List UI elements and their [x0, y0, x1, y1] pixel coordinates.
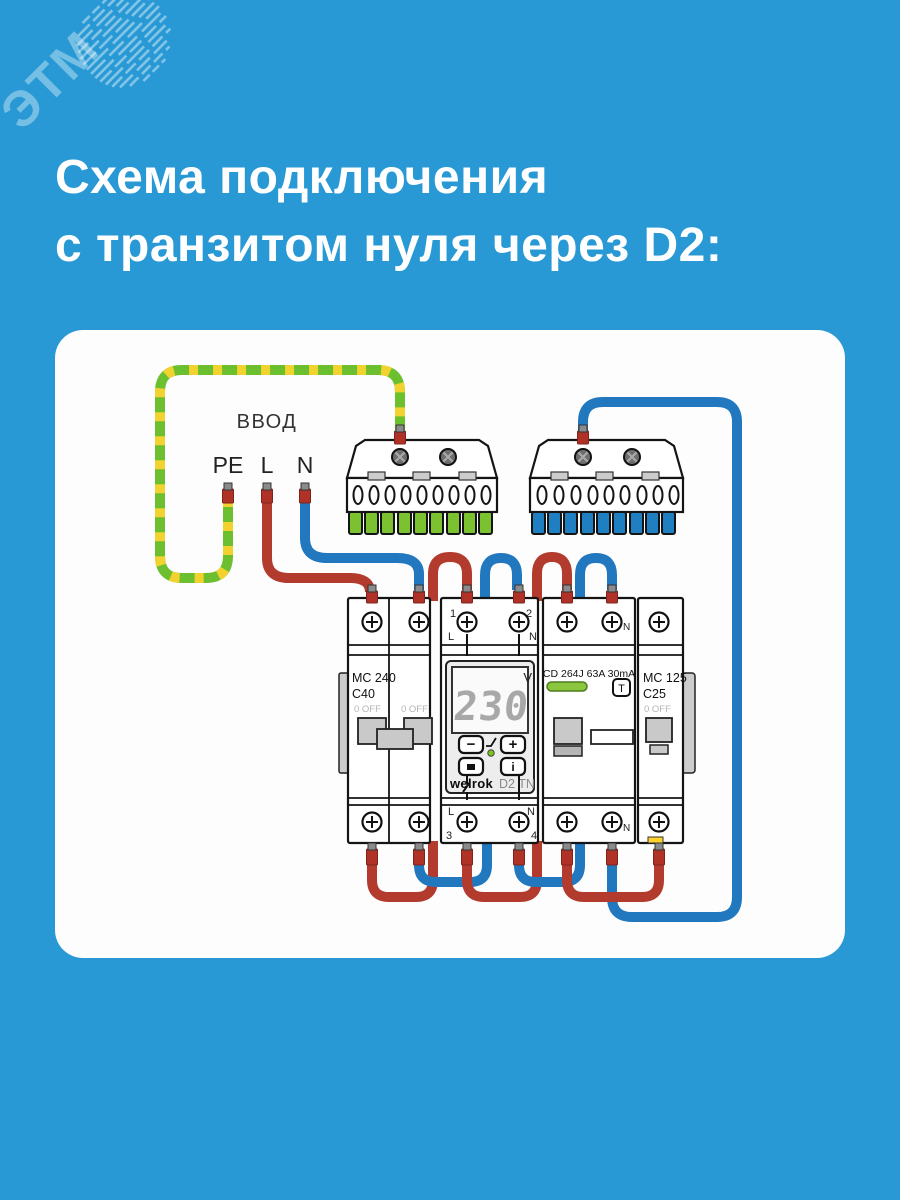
wiring-diagram: MC 240 C40 0 OFF 0 OFF 230 V − + i welro…	[155, 365, 742, 922]
relay-plus-button	[499, 734, 527, 755]
relay-display	[451, 666, 529, 734]
relay-d2-front: 230 V − + i welrok D2 TN	[445, 660, 535, 794]
rcd-front: CD 264J 63A 30mA T N N	[543, 622, 635, 834]
terminal-label-n: N	[297, 452, 314, 478]
etm-globe-icon	[75, 0, 172, 89]
rcd-toggle-lower	[553, 745, 583, 757]
neutral-busbar-screws	[574, 448, 641, 466]
rcd-toggle-recess	[590, 729, 634, 745]
relay-brand: welrok	[449, 776, 493, 791]
pe-busbar	[345, 438, 499, 535]
relay-top-1: 1	[450, 608, 456, 620]
rcd-n-top: N	[623, 622, 630, 633]
relay-top-n: N	[529, 631, 537, 643]
neutral-busbar-teeth	[531, 511, 676, 535]
rcd-label: CD 264J 63A 30mA	[543, 668, 635, 680]
jumper-l-mc240-bottom	[367, 841, 438, 902]
relay-bottom-n: N	[527, 806, 535, 818]
relay-bottom-3: 3	[446, 830, 452, 842]
rcd-body	[541, 596, 637, 845]
page-title-line2: с транзитом нуля через D2:	[55, 219, 723, 272]
mc240-off-right: 0 OFF	[401, 704, 428, 715]
rcd-test-button	[612, 678, 631, 697]
relay-info-label: i	[511, 760, 514, 774]
mc125-name: MC 125	[643, 671, 687, 685]
pe-busbar-teeth	[348, 511, 493, 535]
input-line-wire	[262, 498, 375, 593]
relay-voltage-value: 230	[451, 684, 531, 730]
relay-status-led	[487, 749, 495, 757]
rcd-toggle	[553, 717, 583, 745]
device-seams	[348, 598, 683, 843]
jumper-l-relay-to-rcd-top	[532, 551, 572, 601]
jumper-n-relay-to-rcd-top	[575, 552, 617, 601]
relay-top-2: 2	[526, 608, 532, 620]
mc240-toggle-bar	[376, 728, 414, 750]
mc240-off-left: 0 OFF	[354, 704, 381, 715]
pe-wire	[155, 365, 405, 583]
breaker-mc125-front: MC 125 C25 0 OFF	[643, 671, 687, 844]
mc125-off: 0 OFF	[644, 704, 671, 715]
mc125-toggle-lower	[649, 744, 669, 755]
rcd-indicator-stripe	[546, 681, 588, 692]
page-title-line1: Схема подключения	[55, 151, 549, 204]
pe-busbar-screws	[391, 448, 457, 466]
input-label: ВВОД	[237, 411, 298, 433]
relay-top-l: L	[448, 631, 454, 643]
mc240-rating: C40	[352, 687, 375, 701]
terminal-label-l: L	[261, 452, 274, 478]
relay-minus-label: −	[467, 736, 476, 753]
mc125-yellow-marker	[647, 836, 664, 844]
terminal-screws	[361, 611, 670, 833]
jumper-l-relay-bottom	[462, 841, 542, 902]
pe-busbar-holes	[352, 485, 492, 505]
relay-bottom-l: L	[448, 806, 454, 818]
relay-plus-label: +	[509, 736, 518, 753]
mc125-toggle	[645, 717, 673, 743]
input-neutral-wire	[300, 498, 424, 590]
etm-watermark-text: ЭТМ	[0, 20, 110, 140]
mc240-name: MC 240	[352, 671, 396, 685]
rcd-test-label: T	[618, 683, 625, 695]
relay-bottom-4: 4	[531, 830, 537, 842]
relay-terminal-markings: 1 L 2 N L 3 N 4	[446, 608, 537, 842]
neutral-busbar-holes	[536, 485, 680, 505]
jumper-n-mc240-bottom	[414, 841, 492, 887]
terminal-label-pe: PE	[213, 452, 244, 478]
relay-contact-icon	[486, 737, 497, 747]
page-title: Схема подключения с транзитом нуля через…	[55, 144, 722, 280]
jumper-n-mc240-to-relay-top	[480, 552, 522, 601]
neutral-busbar-wire	[578, 397, 742, 922]
diagram-card: MC 240 C40 0 OFF 0 OFF 230 V − + i welro…	[55, 330, 845, 958]
jumper-l-rcd-to-mc125-bottom	[562, 858, 664, 902]
rcd-n-bottom: N	[623, 823, 630, 834]
relay-model: D2 TN	[499, 777, 535, 791]
jumper-l-mc240-to-relay-top	[428, 551, 472, 601]
relay-voltage-unit: V	[523, 670, 532, 685]
relay-menu-icon	[467, 764, 475, 770]
neutral-busbar	[528, 438, 685, 535]
relay-info-button	[499, 756, 527, 777]
relay-minus-button	[457, 734, 485, 755]
breaker-mc240-front: MC 240 C40 0 OFF 0 OFF	[352, 671, 433, 750]
mc125-rating: C25	[643, 687, 666, 701]
wire-pins	[222, 424, 665, 866]
jumper-n-relay-bottom	[514, 841, 585, 887]
